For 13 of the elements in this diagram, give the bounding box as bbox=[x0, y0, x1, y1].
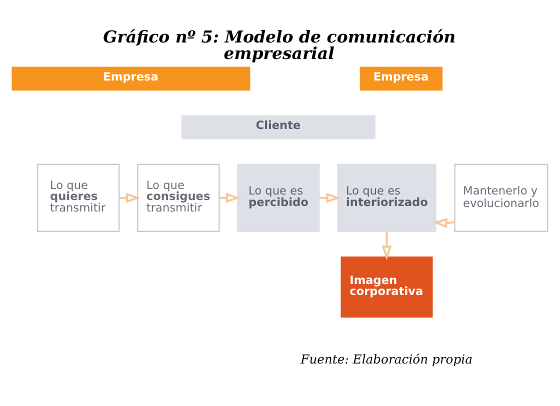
node-box: Imagen corporativa bbox=[340, 256, 433, 318]
node-box: Lo que quieres transmitir bbox=[37, 164, 120, 232]
node-box: Cliente bbox=[181, 115, 376, 140]
arrow bbox=[382, 232, 392, 260]
node-box: Empresa bbox=[12, 66, 250, 91]
arrow bbox=[432, 218, 455, 228]
caption: Fuente: Elaboración propia bbox=[300, 352, 472, 366]
node-box: Lo que consigues transmitir bbox=[137, 164, 220, 232]
node-box: Mantenerlo y evolucionarlo bbox=[454, 164, 548, 232]
node-box: Empresa bbox=[360, 66, 443, 91]
node-box: Lo que es percibido bbox=[237, 164, 320, 232]
node-box: Lo que es interiorizado bbox=[337, 164, 436, 232]
diagram-title: Gráfico nº 5: Modelo de comunicación empresarial bbox=[103, 27, 456, 63]
